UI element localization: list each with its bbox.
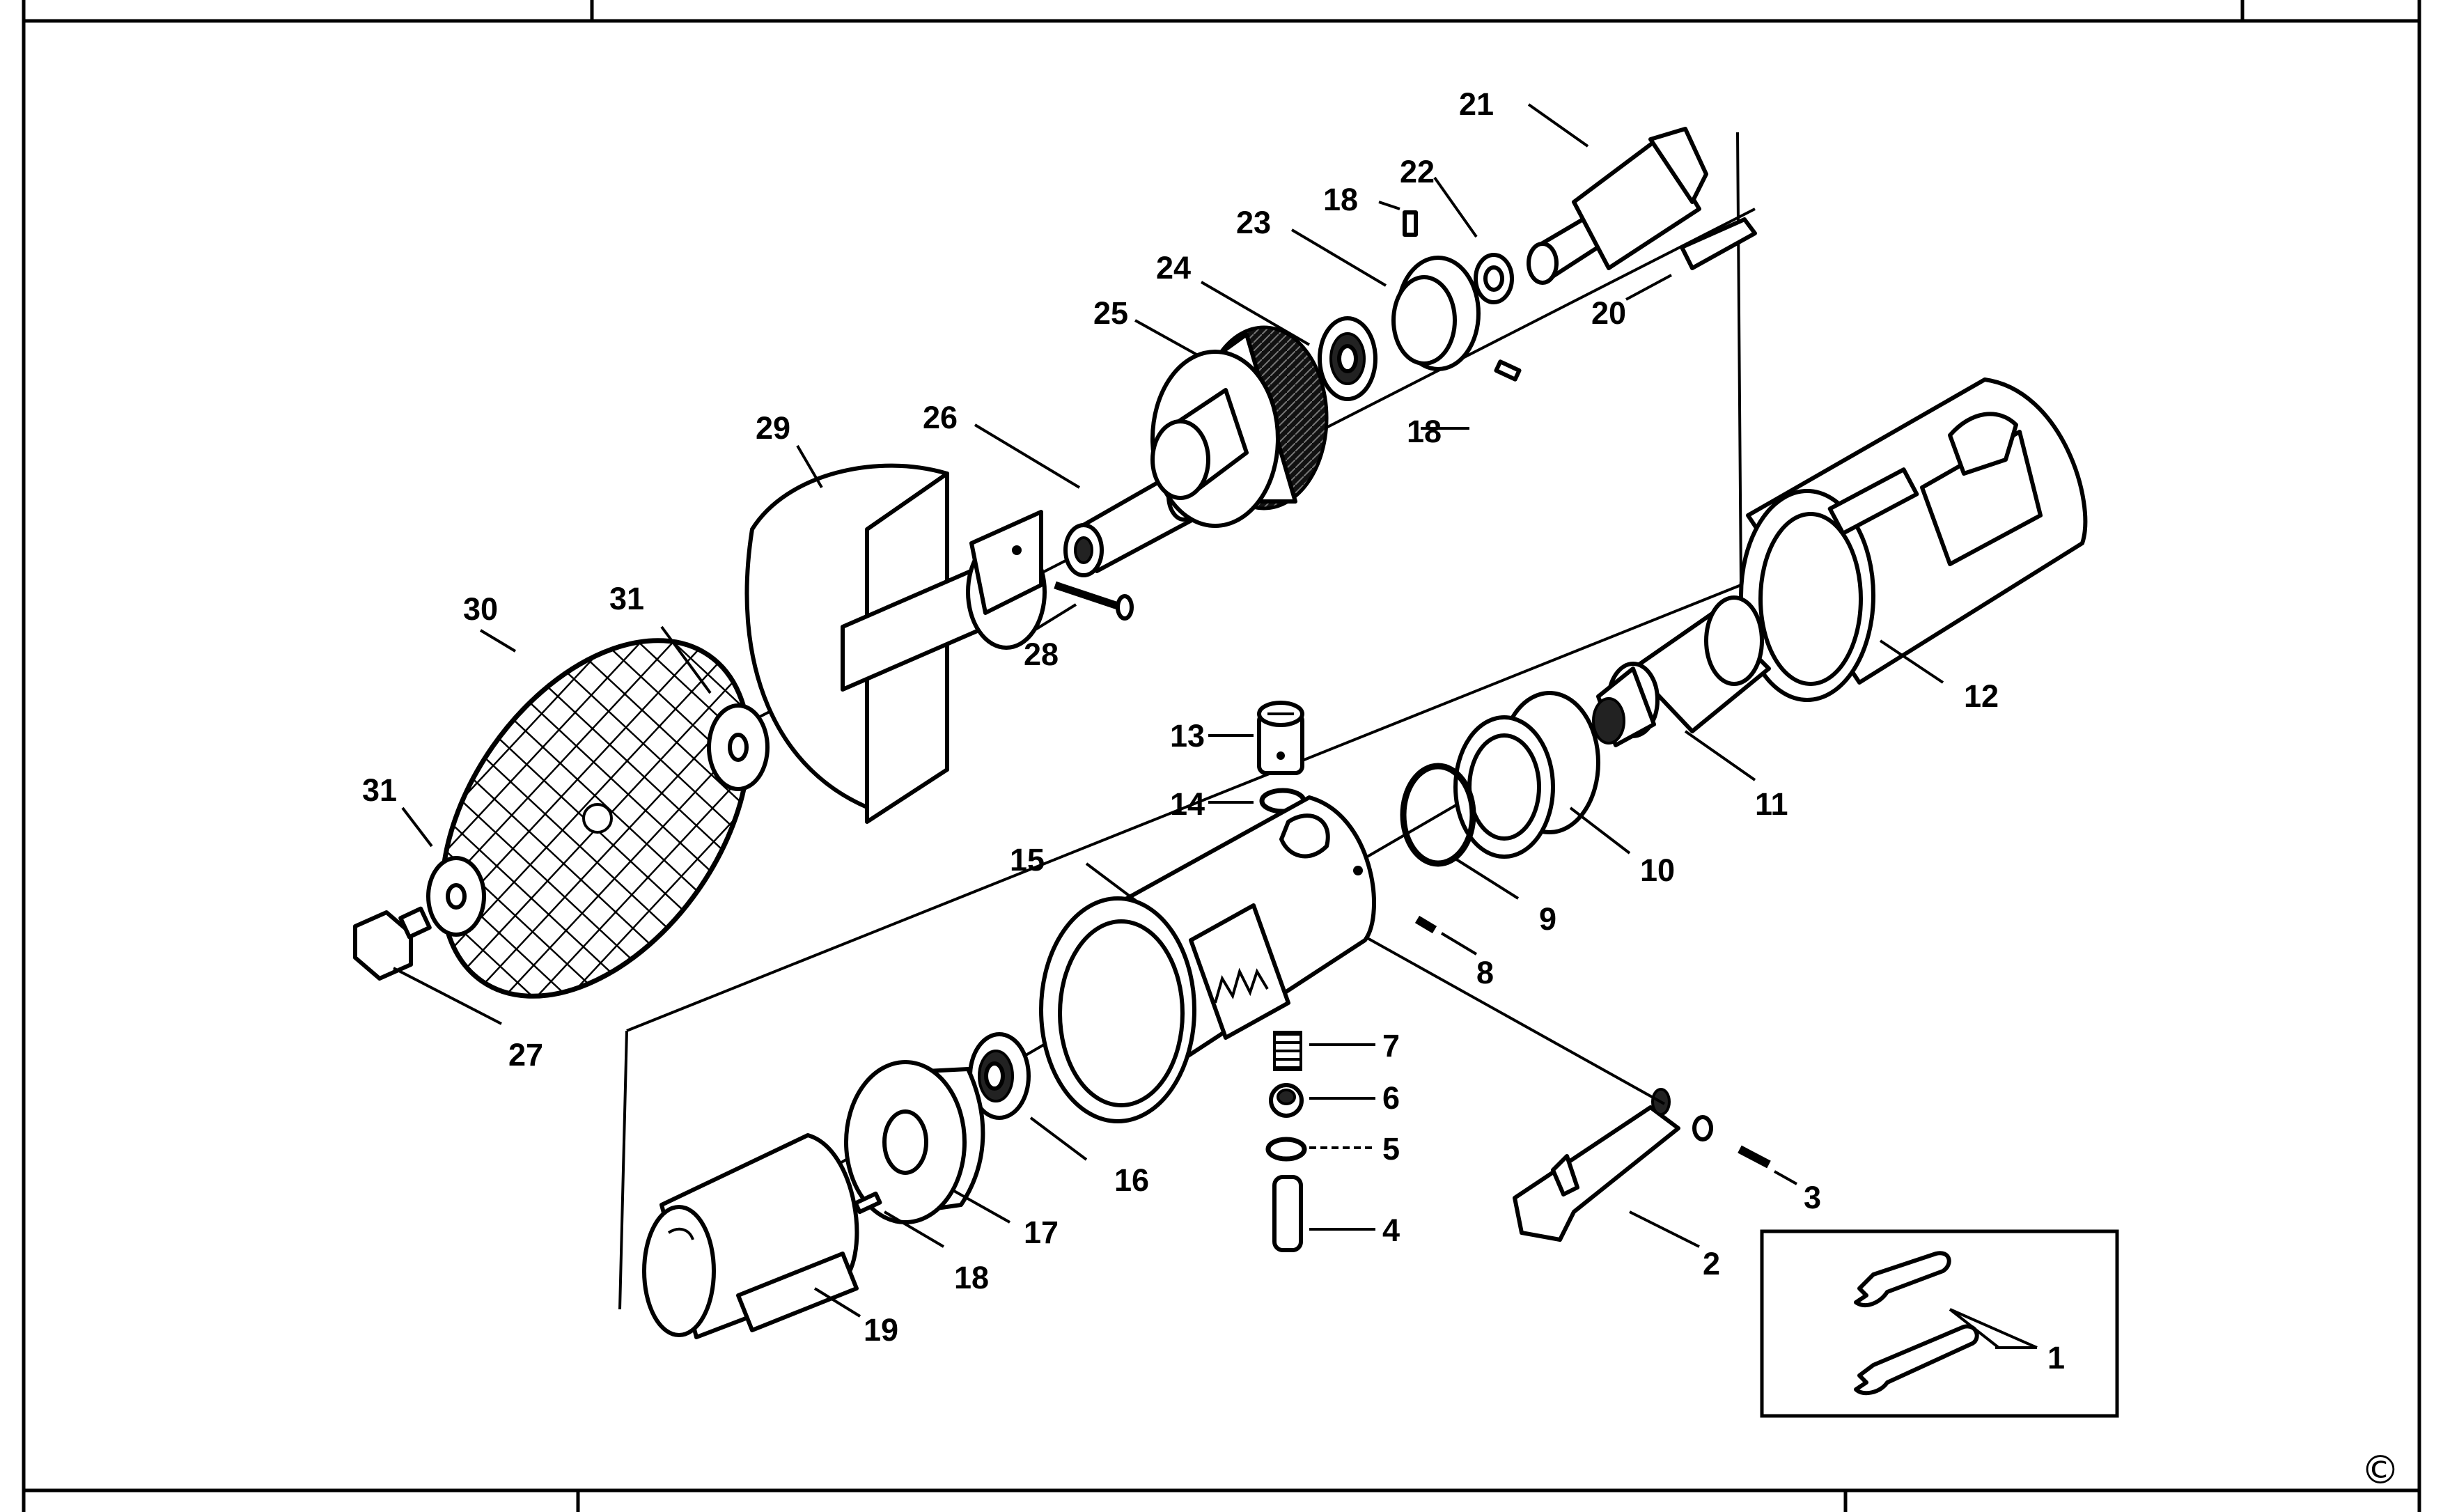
callout-11: 11 [1755, 786, 1788, 822]
callout-18-upper: 18 [1323, 182, 1358, 217]
callout-8: 8 [1476, 955, 1494, 990]
o-ring-part-9 [1400, 763, 1476, 867]
front-housing-part-25 [1150, 325, 1329, 528]
pin-part-18-lower [853, 1191, 882, 1215]
air-inlet-part-21 [1527, 127, 1708, 285]
copyright-symbol: © [2361, 1448, 2400, 1493]
washer-part-31-lower [426, 856, 486, 937]
motor-unit-part-11 [1592, 595, 1771, 747]
callout-20: 20 [1591, 295, 1626, 331]
callout-16: 16 [1114, 1162, 1149, 1198]
callout-9: 9 [1539, 901, 1556, 937]
callout-7: 7 [1382, 1028, 1400, 1063]
threaded-ring-part-10 [1453, 691, 1600, 859]
guard-part-29 [744, 463, 1047, 824]
callout-25: 25 [1093, 295, 1128, 331]
pin-part-18-upper [1403, 210, 1522, 382]
callout-4: 4 [1382, 1213, 1400, 1248]
rear-plate-part-17 [844, 1060, 985, 1224]
callout-19: 19 [864, 1312, 898, 1348]
callout-15: 15 [1010, 842, 1045, 878]
ring-part-23 [1391, 256, 1481, 371]
valve-pin-part-4 [1272, 1175, 1303, 1252]
rear-cap-part-19 [642, 1133, 859, 1339]
wrench-box-part-1 [1760, 1229, 2119, 1418]
mesh-disc-part-30 [439, 638, 751, 999]
callout-29: 29 [756, 410, 790, 446]
callout-31-lower: 31 [362, 772, 397, 808]
callout-31-upper: 31 [609, 581, 644, 616]
callout-26: 26 [923, 400, 958, 435]
callout-1: 1 [2047, 1340, 2065, 1375]
main-housing-part-15 [1039, 795, 1376, 1123]
callout-27: 27 [508, 1037, 543, 1073]
callout-6: 6 [1382, 1080, 1400, 1116]
callout-30: 30 [463, 591, 498, 627]
pin-part-3 [1738, 1145, 1771, 1169]
washer-part-31-upper [707, 703, 770, 791]
callout-28: 28 [1024, 637, 1059, 672]
callout-5: 5 [1382, 1131, 1400, 1167]
spring-part-7 [1273, 1031, 1302, 1071]
callout-2: 2 [1703, 1246, 1720, 1281]
o-ring-part-5 [1265, 1137, 1307, 1162]
valve-plug-part-13 [1257, 701, 1304, 775]
motor-body-part-12 [1739, 377, 2088, 702]
callout-labels: 1 2 3 4 5 6 7 8 9 10 11 12 13 14 15 16 1… [362, 86, 2065, 1375]
screw-part-28 [1054, 581, 1134, 621]
callout-17: 17 [1024, 1215, 1059, 1250]
callout-21: 21 [1459, 86, 1494, 122]
callout-23: 23 [1236, 205, 1271, 240]
bolt-part-27 [353, 906, 432, 981]
callout-18-mid: 18 [1407, 414, 1442, 449]
valve-part-6 [1269, 1083, 1304, 1118]
bearing-part-24 [1318, 316, 1377, 401]
callout-24: 24 [1156, 250, 1191, 286]
nut-part-22 [1474, 253, 1514, 304]
leader-lines [393, 103, 2038, 1349]
key-part-20 [1680, 217, 1757, 270]
callout-22: 22 [1400, 154, 1435, 189]
callout-13: 13 [1170, 718, 1205, 754]
callout-10: 10 [1640, 852, 1675, 888]
callout-12: 12 [1964, 678, 1999, 714]
callout-14: 14 [1170, 786, 1205, 822]
pin-part-8 [1414, 915, 1437, 934]
callout-18-lower: 18 [954, 1260, 989, 1295]
callout-3: 3 [1804, 1180, 1821, 1215]
page-frame [22, 0, 2421, 1512]
throttle-lever-part-2 [1513, 1088, 1713, 1242]
